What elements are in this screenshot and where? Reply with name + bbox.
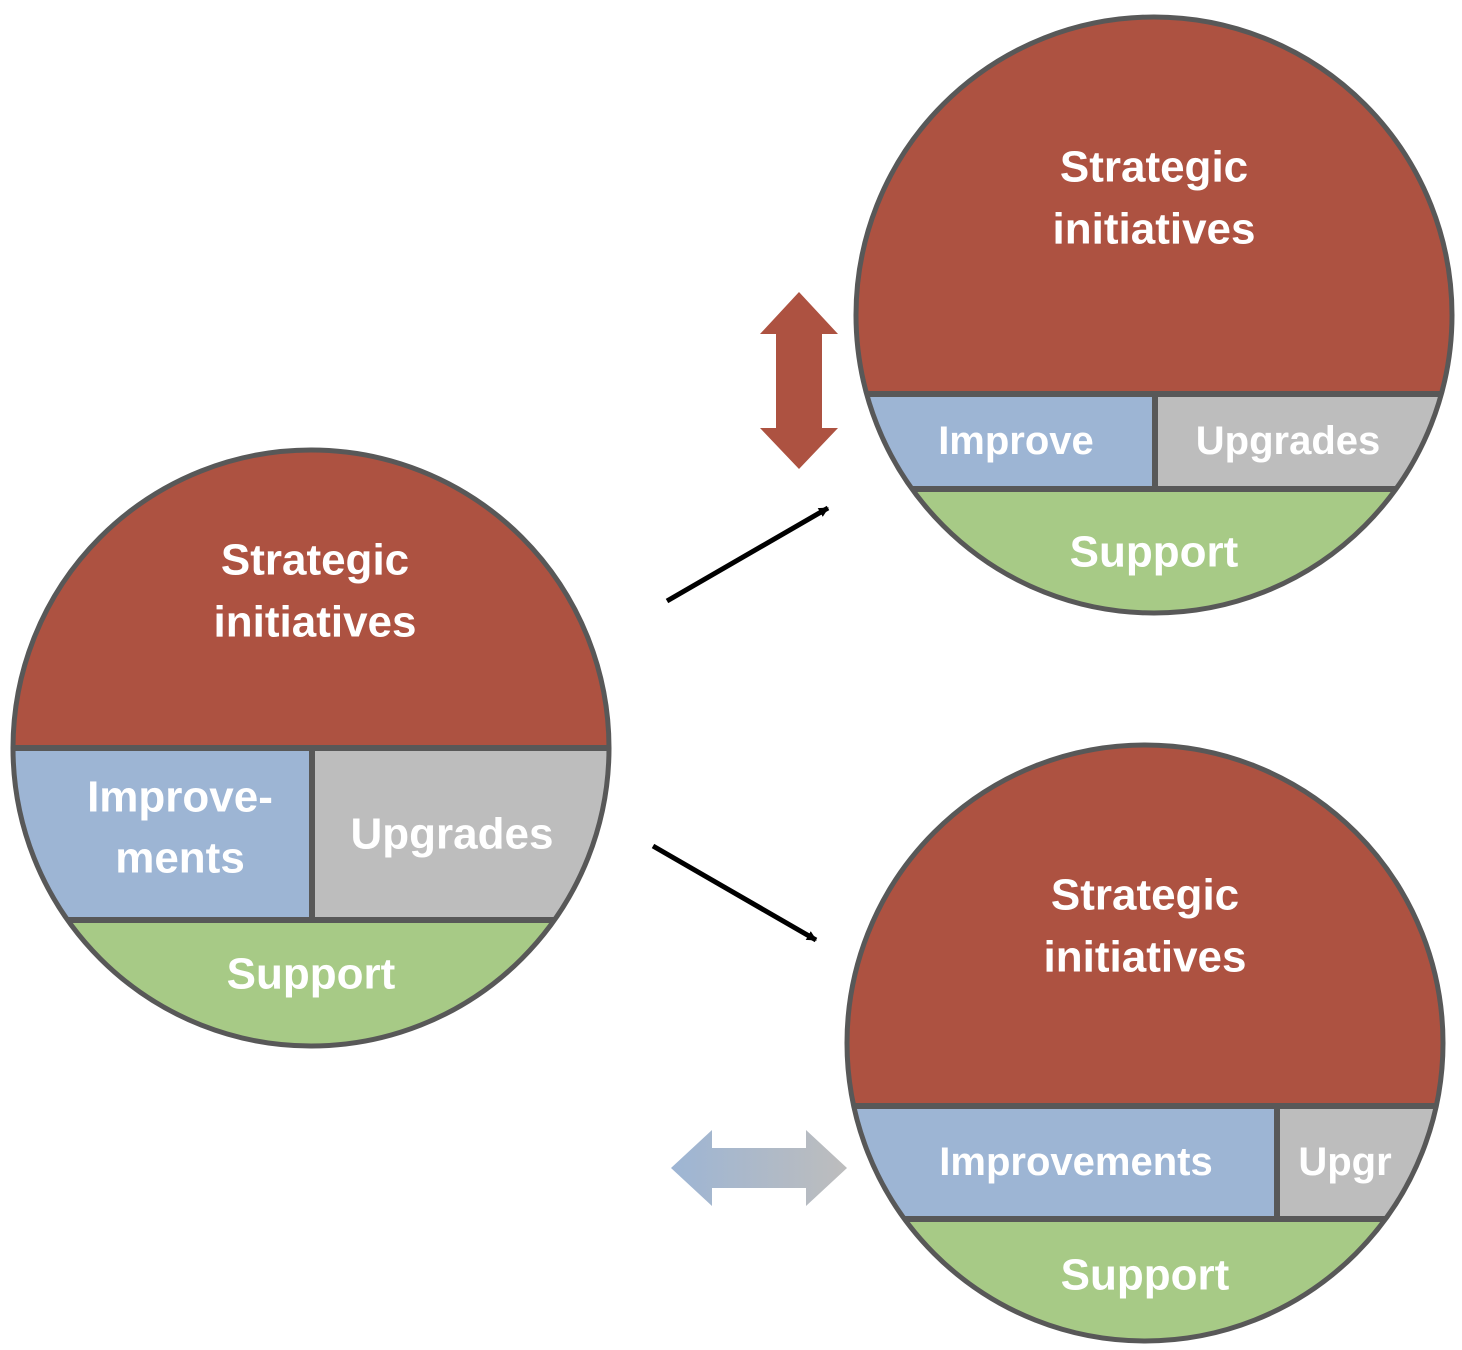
improvements-label-line-2: ments [115, 834, 245, 883]
arrow-to-bottom-circle [651, 843, 818, 943]
strategic-segment [847, 745, 1443, 1106]
improvements-segment [856, 394, 1155, 489]
improvements-label-line-1: Improve- [87, 773, 273, 822]
improvements-segment [847, 1106, 1277, 1219]
circle-outline [10, 447, 612, 1049]
arrow-to-top-circle [665, 505, 830, 604]
upgrades-label: Upgrades [351, 810, 554, 859]
strategic-label-line-2: initiatives [214, 598, 417, 647]
support-label: Support [1070, 528, 1239, 577]
improvements-segment [13, 748, 312, 920]
strategic-label-line-1: Strategic [221, 536, 409, 585]
improvements-label: Improve [938, 419, 1094, 463]
support-label: Support [1061, 1251, 1230, 1300]
strategic-label-line-1: Strategic [1051, 871, 1239, 920]
upgrades-segment [1155, 394, 1452, 489]
upgrades-segment [312, 748, 609, 920]
support-label: Support [227, 950, 396, 999]
circle-bottom-right: Strategic initiatives Improvements Upgr … [844, 742, 1446, 1344]
circle-top-right: Strategic initiatives Improve Upgrades S… [853, 14, 1455, 616]
double-arrow-vertical-icon [760, 292, 838, 469]
upgrades-label: Upgrades [1196, 419, 1381, 463]
strategic-label-line-2: initiatives [1044, 933, 1247, 982]
improvements-label: Improvements [939, 1140, 1212, 1184]
circle-left: Strategic initiatives Improve- ments Upg… [10, 447, 612, 1049]
circle-outline [844, 742, 1446, 1344]
circle-outline [853, 14, 1455, 616]
strategic-label-line-1: Strategic [1060, 143, 1248, 192]
upgrades-label: Upgr [1298, 1140, 1391, 1184]
strategic-label-line-2: initiatives [1053, 205, 1256, 254]
double-arrow-horizontal-icon [671, 1130, 847, 1206]
